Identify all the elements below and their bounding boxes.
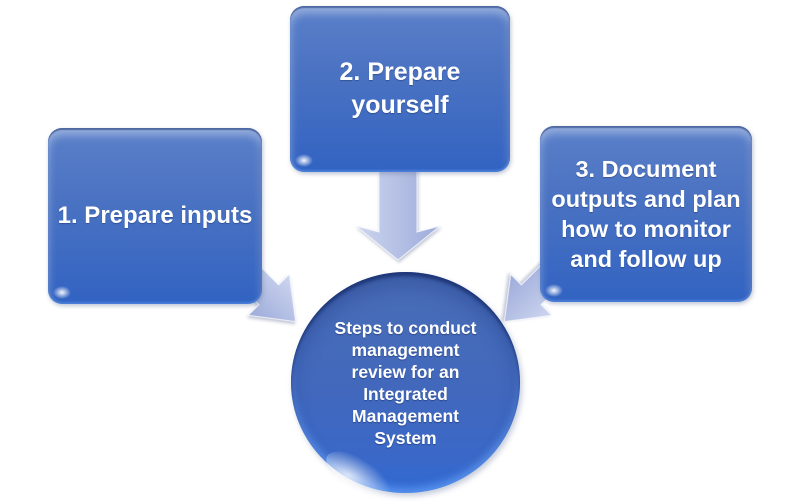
node-step-1-label: 1. Prepare inputs <box>57 202 253 229</box>
node-step-2-label: 2. Prepare yourself <box>339 58 461 119</box>
node-step-3: 3. Document outputs and plan how to moni… <box>540 126 752 302</box>
node-step-1: 1. Prepare inputs <box>48 128 262 304</box>
node-step-2: 2. Prepare yourself <box>290 6 510 172</box>
center-circle-label: Steps to conduct management review for a… <box>334 317 477 448</box>
center-circle: Steps to conduct management review for a… <box>291 272 520 493</box>
node-step-3-label: 3. Document outputs and plan how to moni… <box>551 156 741 272</box>
arrow-step2-to-center <box>355 167 441 261</box>
